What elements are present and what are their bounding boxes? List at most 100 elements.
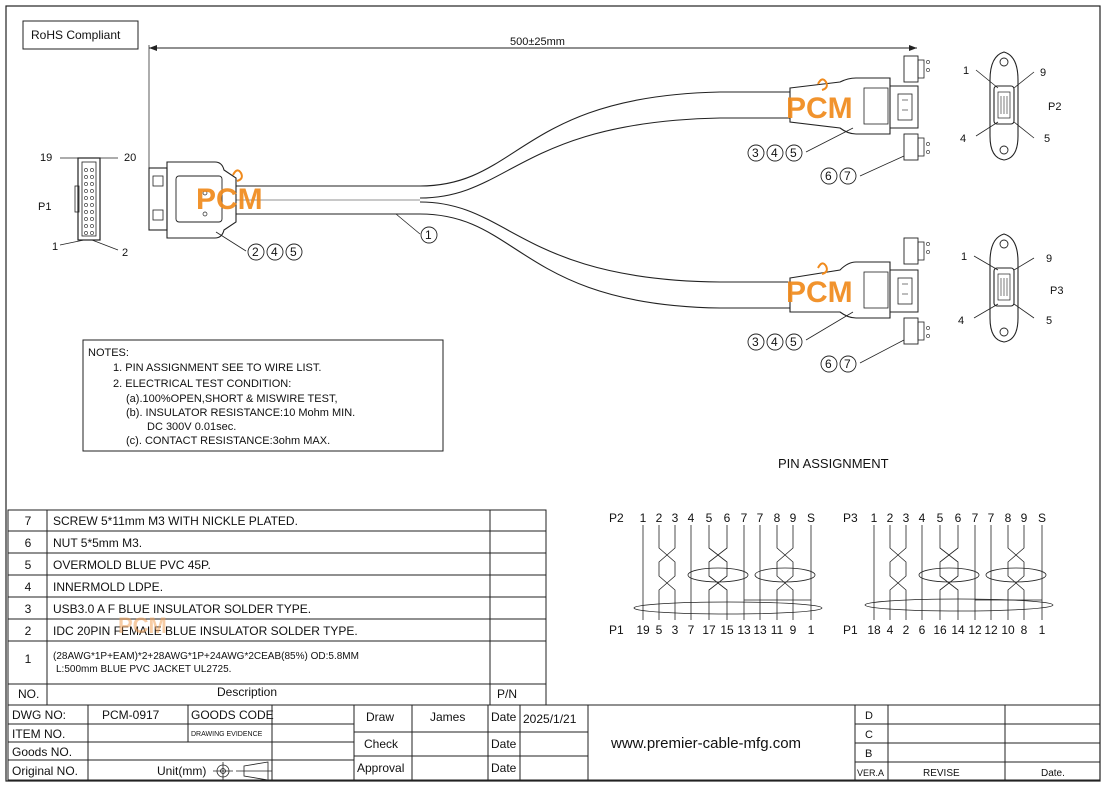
p1-pin-20: 20 [124, 152, 136, 164]
pa-p2-label: P2 [609, 511, 624, 525]
bom-row-desc: IDC 20PIN FEMALE BLUE INSULATOR SOLDER T… [53, 624, 358, 638]
pa-p3-p1-label: P1 [843, 623, 858, 637]
tb-item-no-label: ITEM NO. [12, 727, 65, 741]
pa-p3-pin: 2 [887, 511, 894, 525]
tb-approval-date-label: Date [491, 761, 517, 775]
pa-p2-p1-pin: 11 [771, 623, 784, 637]
notes-title: NOTES: [88, 347, 129, 359]
p3-callout-6: 6 [825, 357, 832, 371]
pa-p2-p1-pin: 19 [636, 623, 650, 637]
pa-p2-pin: 8 [774, 511, 781, 525]
pa-p2-pin: 6 [724, 511, 731, 525]
notes-line-2: 2. ELECTRICAL TEST CONDITION: [113, 378, 291, 390]
p2-callout-3: 3 [752, 146, 759, 160]
pa-p2-pin: 9 [790, 511, 797, 525]
pa-p3-label: P3 [843, 511, 858, 525]
bom-header-pn: P/N [497, 687, 517, 701]
p2-pin-4: 4 [960, 133, 966, 145]
tb-revise-label: REVISE [923, 768, 960, 779]
pa-p3-pin: 7 [972, 511, 979, 525]
tb-original-no-label: Original NO. [12, 764, 78, 778]
bom-row-no: 2 [25, 624, 32, 638]
bom-row-desc: NUT 5*5mm M3. [53, 536, 142, 550]
pa-p3-p1-pin: 12 [984, 623, 998, 637]
p3-label: P3 [1050, 285, 1063, 297]
p2-callout: 3 4 5 [747, 127, 854, 162]
pa-p3-p1-pin: 14 [951, 623, 965, 637]
notes-line-3: (a).100%OPEN,SHORT & MISWIRE TEST, [126, 393, 338, 405]
bom-row-desc-2: L:500mm BLUE PVC JACKET UL2725. [56, 664, 231, 675]
p3-callout: 3 4 5 [747, 311, 854, 351]
length-dimension-label: 500±25mm [510, 36, 565, 48]
p3-pin-1: 1 [961, 251, 967, 263]
tb-rev-d: D [865, 710, 873, 722]
tb-drawing-evidence: DRAWING EVIDENCE [191, 731, 263, 738]
bom-row-desc: OVERMOLD BLUE PVC 45P. [53, 558, 211, 572]
bom-row-no: 1 [25, 652, 32, 666]
p3-callout-4: 4 [771, 335, 778, 349]
pin-assignment-title: PIN ASSIGNMENT [778, 456, 889, 471]
pa-p2-p1-pin: 17 [702, 623, 716, 637]
p1-face-view: 19 20 1 2 P1 [38, 152, 136, 259]
p1-pin-2: 2 [122, 247, 128, 259]
pa-p3-pin: 8 [1005, 511, 1012, 525]
p3-watermark: PCM [786, 262, 853, 309]
rohs-box: RoHS Compliant [22, 20, 139, 50]
pa-p2-p1-pin: 9 [790, 623, 797, 637]
pa-p2-p1-pin: 5 [656, 623, 663, 637]
tb-draw-name: James [430, 710, 465, 724]
pa-p2-pin: S [807, 511, 815, 525]
drawing-border [5, 5, 1101, 782]
p2-callout-5: 5 [790, 146, 797, 160]
bom-row-desc: INNERMOLD LDPE. [53, 580, 163, 594]
cable-callout-1: 1 [425, 228, 432, 242]
tb-goods-code-label: GOODS CODE [191, 708, 274, 722]
notes-line-6: (c). CONTACT RESISTANCE:3ohm MAX. [126, 435, 330, 447]
tb-goods-no-label: Goods NO. [12, 745, 72, 759]
tb-unit-label: Unit(mm) [157, 764, 206, 778]
p1-side-view [148, 91, 790, 309]
title-block [7, 704, 1101, 781]
p2-screw-callout: 6 7 [820, 155, 905, 185]
tb-dwg-no-label: DWG NO: [12, 708, 66, 722]
pa-p2-pin: 7 [741, 511, 748, 525]
p1-callout-2: 2 [252, 245, 259, 259]
bom-row-desc: SCREW 5*11mm M3 WITH NICKLE PLATED. [53, 514, 298, 528]
tb-draw-label: Draw [366, 710, 394, 724]
pa-p2-pin: 2 [656, 511, 663, 525]
p2-pin-1: 1 [963, 65, 969, 77]
p2-face-view [975, 51, 1035, 161]
p3-pin-4: 4 [958, 315, 964, 327]
tb-check-date-label: Date [491, 737, 517, 751]
pa-p2-pin: 4 [688, 511, 695, 525]
tb-rev-b: B [865, 748, 872, 760]
pa-p3-pin: 7 [988, 511, 995, 525]
p1-pin-1: 1 [52, 241, 58, 253]
p2-label: P2 [1048, 101, 1061, 113]
length-dimension: 500±25mm [148, 36, 917, 168]
p1-callout-4: 4 [271, 245, 278, 259]
bom-row-no: 4 [25, 580, 32, 594]
p1-label: P1 [38, 201, 51, 213]
p2-watermark: PCM [786, 78, 853, 125]
rohs-label: RoHS Compliant [31, 28, 121, 42]
tb-ver-label: VER.A [857, 768, 884, 778]
pa-p3-p1-pin: 18 [867, 623, 881, 637]
tb-check-label: Check [364, 737, 399, 751]
pa-p3-p1-pin: 2 [903, 623, 910, 637]
bom-row-no: 6 [25, 536, 32, 550]
tb-rev-c: C [865, 729, 873, 741]
p2-callout-7: 7 [844, 169, 851, 183]
tb-draw-date: 2025/1/21 [523, 712, 577, 726]
bom-row-desc: (28AWG*1P+EAM)*2+28AWG*1P+24AWG*2CEAB(85… [53, 651, 359, 662]
pa-p3-pin: 3 [903, 511, 910, 525]
pa-p2-p1-pin: 1 [808, 623, 815, 637]
pa-p3-p1-pin: 12 [968, 623, 982, 637]
tb-dwg-no: PCM-0917 [102, 708, 160, 722]
pa-p3-pin: S [1038, 511, 1046, 525]
p3-side-view [789, 237, 930, 345]
p3-pin-9: 9 [1046, 253, 1052, 265]
